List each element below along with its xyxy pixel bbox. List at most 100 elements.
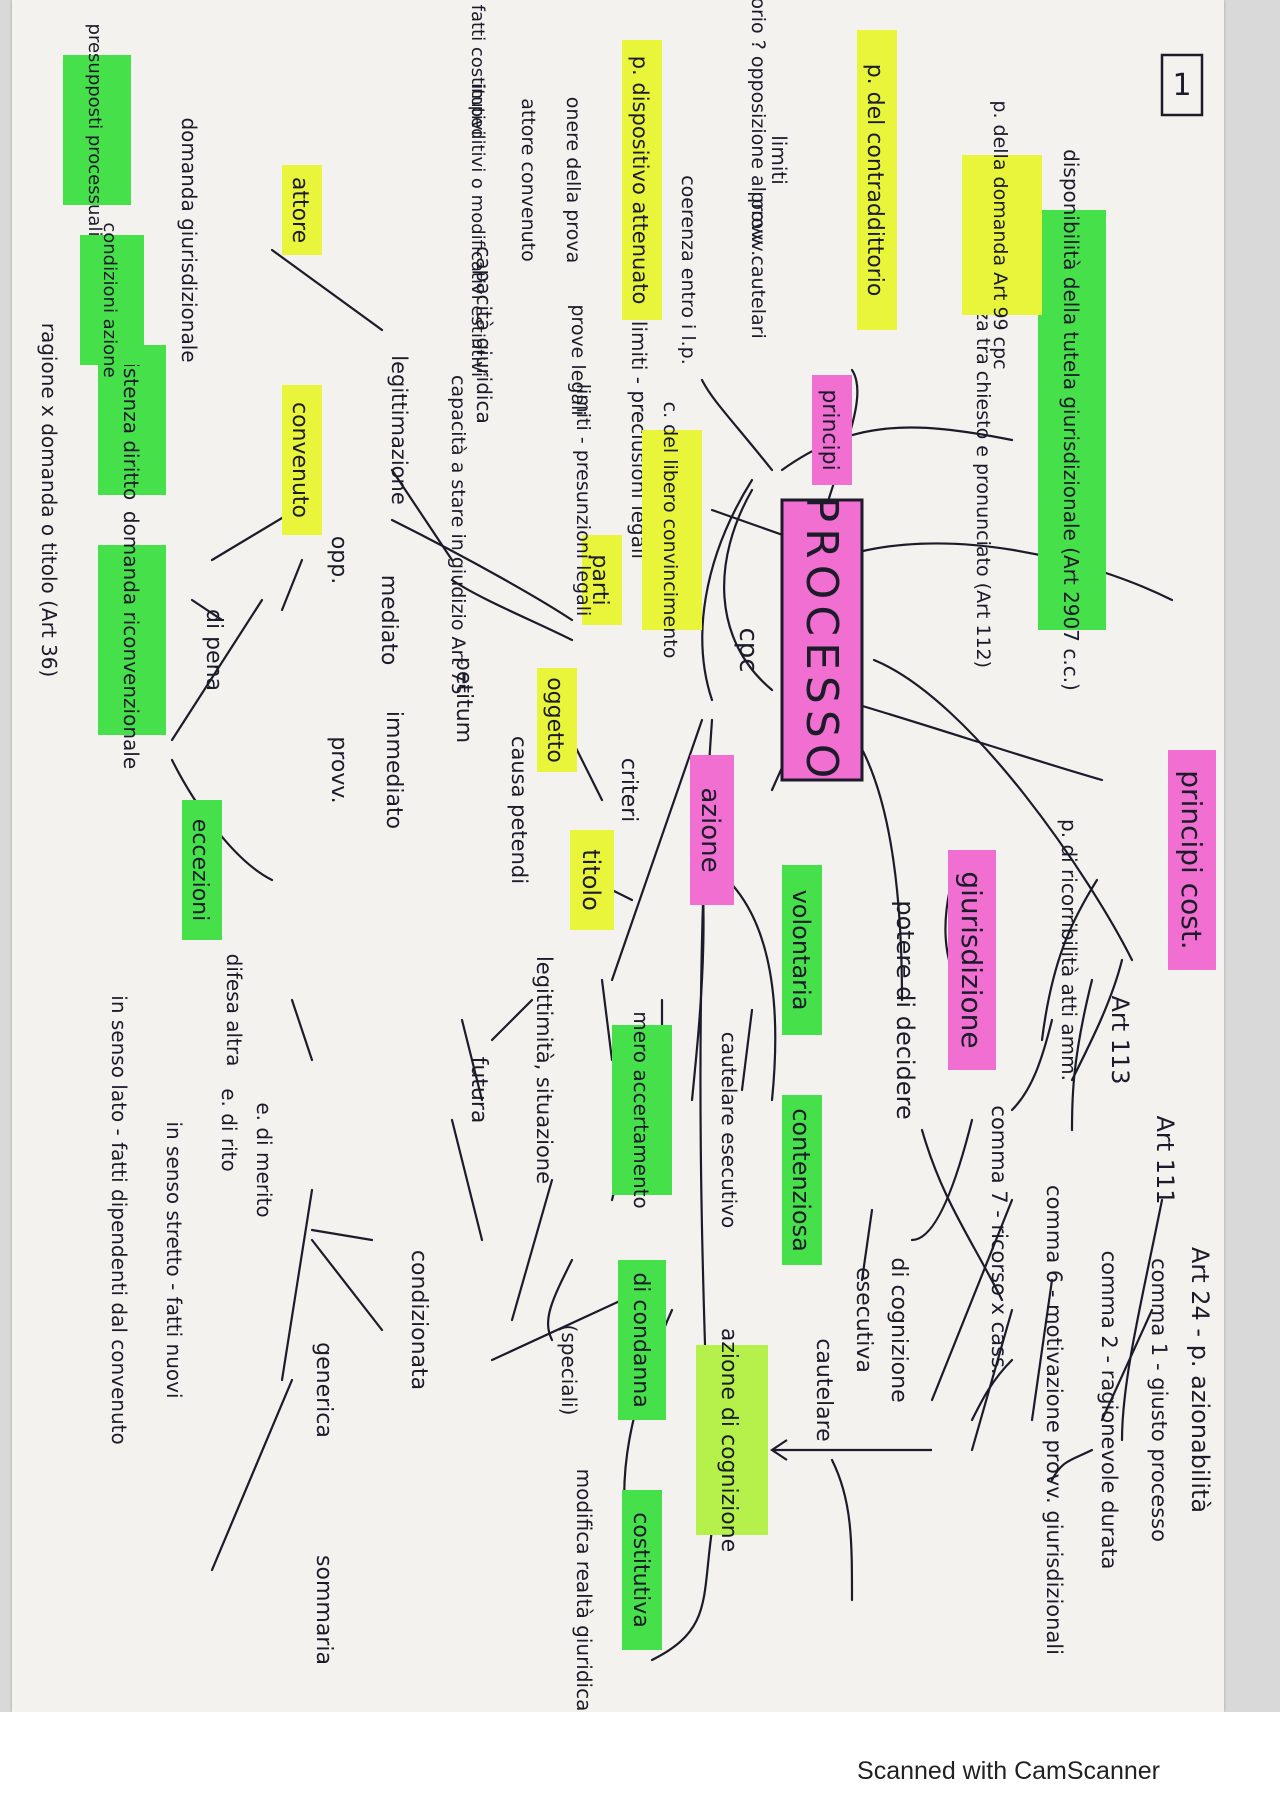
node-comma6: comma 6 - motivazione provv. giurisdizio… (1042, 1185, 1066, 1655)
node-mediato: mediato (376, 575, 401, 666)
svg-text:p. di ricorribilità atti amm.: p. di ricorribilità atti amm. (1057, 819, 1081, 1081)
svg-text:1: 1 (1172, 68, 1191, 103)
svg-text:cautelare: cautelare (811, 1338, 836, 1441)
svg-text:capacità giuridica: capacità giuridica (472, 246, 496, 423)
svg-text:cpc: cpc (733, 627, 763, 672)
node-potere-decidere: potere di decidere (891, 900, 919, 1119)
node-domanda-riconvenzionale: domanda riconvenzionale (98, 511, 166, 769)
node-p-inquisitorio: p. inquisitorio ? opposizione al provv. (747, 0, 769, 256)
svg-text:in senso stretto - fatti nuovi: in senso stretto - fatti nuovi (162, 1121, 186, 1398)
node-legittimita: legittimità, situazione (532, 956, 556, 1184)
svg-text:prove legali: prove legali (567, 304, 589, 415)
svg-text:azione di cognizione: azione di cognizione (716, 1328, 741, 1552)
svg-text:presupposti processuali: presupposti processuali (84, 24, 105, 237)
svg-text:principi: principi (817, 389, 842, 470)
node-capacita-stare: capacità a stare in giudizio Art 75 (447, 375, 469, 695)
svg-text:parti: parti (587, 554, 612, 605)
node-eccezioni: eccezioni (182, 800, 222, 940)
svg-text:immediato: immediato (381, 711, 406, 829)
node-difesa-altra: difesa altra (222, 954, 246, 1067)
svg-text:difesa altra: difesa altra (222, 954, 246, 1067)
node-p-dispositivo: p. dispositivo attenuato (622, 40, 662, 320)
svg-text:e. di merito: e. di merito (252, 1102, 276, 1217)
node-domanda-giurisdizionale: domanda giurisdizionale (177, 117, 201, 362)
concept-map: 1 PROCESSO cpc principi cost. Art 24 - p… (37, 0, 1216, 1712)
svg-text:di condanna: di condanna (628, 1272, 653, 1407)
node-speciali: (speciali) (557, 1325, 581, 1416)
svg-text:limiti - presunzioni legali: limiti - presunzioni legali (572, 384, 594, 617)
svg-text:domanda riconvenzionale: domanda riconvenzionale (119, 511, 143, 769)
svg-text:petitum: petitum (451, 657, 476, 743)
node-contenziosa: contenziosa (782, 1095, 822, 1265)
svg-text:c. del libero convincimento: c. del libero convincimento (659, 402, 681, 659)
svg-text:costitutiva: costitutiva (628, 1512, 653, 1628)
node-parti: parti (582, 535, 622, 625)
node-cautelare: cautelare (811, 1338, 836, 1441)
node-cautelare-esecutivo: cautelare esecutivo (717, 1032, 741, 1229)
svg-text:fatti costitutivi: fatti costitutivi (467, 5, 488, 136)
node-oggetto: oggetto (537, 668, 577, 772)
svg-text:comma 2 - ragionevole durata: comma 2 - ragionevole durata (1097, 1251, 1121, 1570)
node-ragione-titolo: ragione x domanda o titolo (Art 36) (37, 323, 61, 678)
node-attore-convenuto: attore convenuto (517, 98, 539, 262)
svg-text:eccezioni: eccezioni (187, 819, 212, 921)
node-comma7: comma 7 - ricorso x cass. (987, 1105, 1011, 1374)
svg-text:generica: generica (311, 1342, 336, 1438)
svg-text:disponibilità della tutela giu: disponibilità della tutela giurisdiziona… (1059, 149, 1083, 691)
node-sommaria: sommaria (311, 1555, 336, 1665)
node-esistenza-diritto: esistenza diritto (98, 340, 166, 500)
svg-text:legittimità, situazione: legittimità, situazione (532, 956, 556, 1184)
svg-text:di cognizione: di cognizione (886, 1257, 911, 1402)
node-di-condanna: di condanna (618, 1260, 666, 1420)
svg-text:di pena: di pena (201, 609, 226, 691)
svg-text:Art 111: Art 111 (1151, 1115, 1179, 1204)
node-provv: provv. (326, 736, 351, 803)
node-attore: attore (282, 165, 322, 255)
node-senso-stretto: in senso stretto - fatti nuovi (162, 1121, 186, 1398)
scanner-watermark: Scanned with CamScanner (857, 1757, 1160, 1785)
node-capacita-giuridica: capacità giuridica (472, 246, 496, 423)
svg-text:condizionata: condizionata (406, 1250, 431, 1390)
node-esecutiva: esecutiva (851, 1267, 876, 1373)
node-cpc: cpc (733, 627, 763, 672)
node-presupposti: presupposti processuali (63, 24, 131, 237)
node-generica: generica (311, 1342, 336, 1438)
svg-text:principi cost.: principi cost. (1175, 770, 1208, 949)
node-titolo: titolo (570, 830, 614, 930)
node-provv-cautelari: provv. cautelari (747, 191, 769, 338)
svg-text:attore: attore (287, 177, 312, 243)
svg-text:convenuto: convenuto (287, 402, 312, 518)
svg-text:legittimazione: legittimazione (387, 355, 411, 504)
node-di-pena: di pena (201, 609, 226, 691)
node-mero-accertamento: mero accertamento (612, 1011, 672, 1209)
svg-text:attore convenuto: attore convenuto (517, 98, 539, 262)
svg-text:volontaria: volontaria (787, 890, 815, 1011)
svg-text:Art 24 - p. azionabilità: Art 24 - p. azionabilità (1186, 1247, 1214, 1513)
node-condizionata: condizionata (406, 1250, 431, 1390)
svg-text:condizioni azione: condizioni azione (99, 222, 120, 377)
node-criteri: criteri (616, 758, 641, 823)
node-e-rito: e. di rito (217, 1088, 241, 1172)
node-costitutiva: costitutiva (622, 1490, 662, 1650)
node-p-contraddittorio: p. del contraddittorio (857, 30, 897, 330)
node-comma2: comma 2 - ragionevole durata (1097, 1251, 1121, 1570)
svg-text:impeditivi o modificativi esti: impeditivi o modificativi estintivi (467, 83, 488, 377)
node-p-domanda: p. della domanda Art 99 cpc (962, 100, 1042, 370)
svg-text:limiti: limiti (767, 135, 791, 185)
node-coerenza: coerenza entro i l.p. (677, 175, 699, 365)
node-volontaria: volontaria (782, 865, 822, 1035)
node-condizioni-azione: condizioni azione (80, 222, 144, 378)
svg-text:ragione x domanda o titolo (Ar: ragione x domanda o titolo (Art 36) (37, 323, 61, 678)
node-opp: opp. (326, 536, 351, 584)
node-limiti-contr: limiti (767, 135, 791, 185)
svg-text:onere della prova: onere della prova (562, 97, 584, 263)
svg-text:modifica realtà giuridica: modifica realtà giuridica (572, 1469, 596, 1712)
node-libero-convincimento: c. del libero convincimento (642, 402, 702, 659)
node-legittimazione: legittimazione (387, 355, 411, 504)
node-immediato: immediato (381, 711, 406, 829)
node-disponibilita: disponibilità della tutela giurisdiziona… (1038, 149, 1106, 691)
svg-text:comma 1 - giusto processo: comma 1 - giusto processo (1147, 1258, 1171, 1542)
svg-text:p. inquisitorio ? opposizione: p. inquisitorio ? opposizione al provv. (747, 0, 769, 256)
svg-text:mero accertamento: mero accertamento (629, 1011, 653, 1209)
svg-text:mediato: mediato (376, 575, 401, 666)
